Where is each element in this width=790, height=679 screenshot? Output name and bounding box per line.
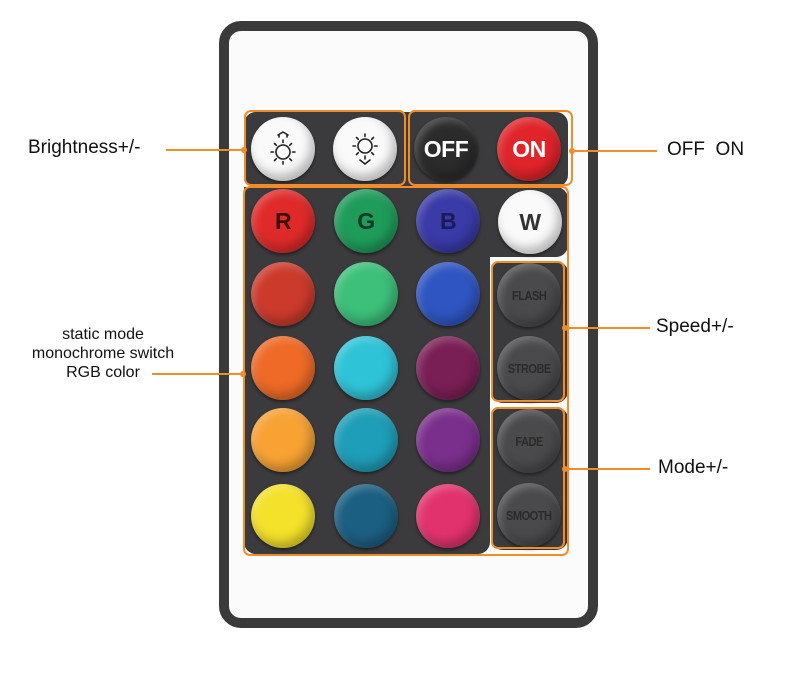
fade-button-label: FADE	[515, 433, 543, 449]
color-button-r1-c3[interactable]	[416, 262, 480, 326]
flash-button[interactable]: FLASH	[497, 263, 561, 327]
speed-leader-dot	[562, 325, 568, 331]
mode-label: Mode+/-	[658, 457, 729, 478]
fade-button[interactable]: FADE	[497, 409, 561, 473]
color-button-r3-c2[interactable]	[334, 408, 398, 472]
red-button[interactable]: R	[251, 189, 315, 253]
color-button-r4-c1[interactable]	[251, 484, 315, 548]
white-button[interactable]: W	[498, 190, 562, 254]
color-button-r4-c3[interactable]	[416, 484, 480, 548]
off-on-leader-line	[573, 150, 657, 152]
static-mode-line-3: RGB color	[66, 364, 140, 381]
static-mode-line-2: monochrome switch	[31, 345, 175, 362]
color-button-r1-c2[interactable]	[334, 262, 398, 326]
flash-button-label: FLASH	[511, 287, 547, 303]
strobe-button-label: STROBE	[507, 360, 551, 376]
sun-up-icon	[270, 131, 296, 165]
static-mode-leader-dot	[240, 371, 246, 377]
color-button-r1-c1[interactable]	[251, 262, 315, 326]
brightness-leader-line	[166, 149, 244, 151]
color-button-r2-c1[interactable]	[251, 336, 315, 400]
speed-leader-line	[565, 327, 650, 329]
brightness-down-button[interactable]	[333, 117, 397, 181]
off-on-label: OFF ON	[667, 139, 745, 160]
color-button-r2-c3[interactable]	[416, 336, 480, 400]
smooth-button-label: SMOOTH	[506, 507, 552, 523]
static-mode-label: static mode monochrome switch RGB color	[14, 325, 192, 382]
sun-down-icon	[352, 133, 378, 166]
smooth-button[interactable]: SMOOTH	[497, 483, 561, 547]
red-button-label: R	[274, 207, 292, 234]
blue-button[interactable]: B	[416, 189, 480, 253]
static-mode-leader-line	[152, 373, 243, 375]
speed-label: Speed+/-	[656, 316, 734, 337]
brightness-label: Brightness+/-	[28, 137, 141, 158]
color-button-r2-c2[interactable]	[334, 336, 398, 400]
mode-leader-line	[565, 468, 650, 470]
off-button[interactable]: OFF	[414, 117, 478, 181]
off-button-label: OFF	[423, 135, 469, 162]
on-button[interactable]: ON	[497, 117, 561, 181]
brightness-leader-dot	[241, 147, 247, 153]
green-button-label: G	[357, 207, 375, 234]
brightness-up-button[interactable]	[251, 117, 315, 181]
green-button[interactable]: G	[334, 189, 398, 253]
off-on-leader-dot	[569, 148, 575, 154]
color-button-r4-c2[interactable]	[334, 484, 398, 548]
strobe-button[interactable]: STROBE	[497, 336, 561, 400]
on-button-label: ON	[512, 135, 546, 162]
white-button-label: W	[519, 208, 541, 235]
blue-button-label: B	[439, 207, 457, 234]
color-button-r3-c1[interactable]	[251, 408, 315, 472]
static-mode-line-1: static mode	[62, 326, 144, 343]
color-button-r3-c3[interactable]	[416, 408, 480, 472]
mode-leader-dot	[562, 466, 568, 472]
